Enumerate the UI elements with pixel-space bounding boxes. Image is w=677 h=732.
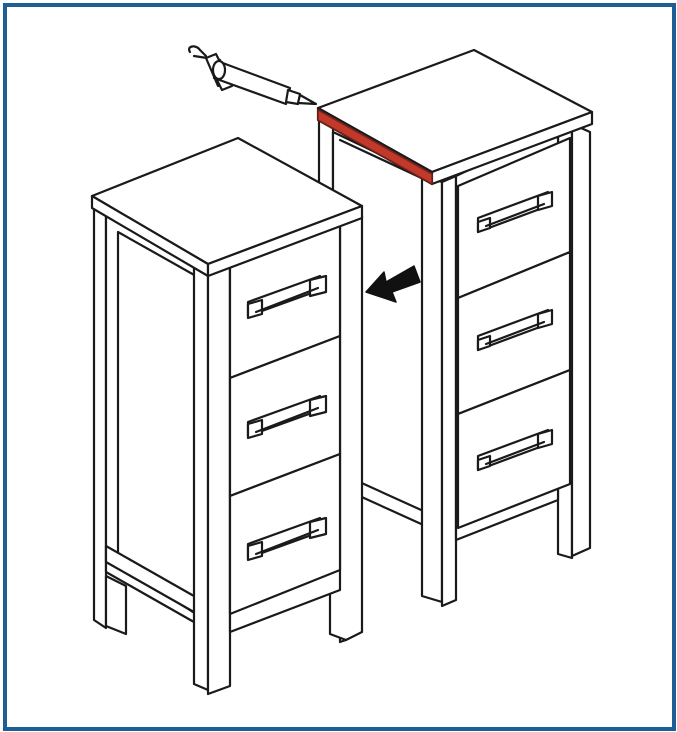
direction-arrow-icon: [365, 265, 421, 303]
right-drawer-1-handle: [476, 190, 554, 234]
right-cabinet-front-leg: [420, 174, 444, 604]
left-cabinet-front-leg: [192, 260, 210, 692]
left-cabinet-back-leg: [92, 204, 108, 630]
caulk-gun-icon: [188, 45, 318, 106]
adhesive-bead-highlight: [317, 108, 433, 186]
left-drawer-1-handle: [246, 274, 328, 320]
right-drawer-3-handle: [476, 428, 554, 472]
left-drawer-2-handle: [246, 394, 328, 440]
left-cabinet: [90, 136, 364, 696]
left-drawer-3-handle: [246, 516, 328, 562]
right-drawer-2-handle: [476, 308, 554, 352]
